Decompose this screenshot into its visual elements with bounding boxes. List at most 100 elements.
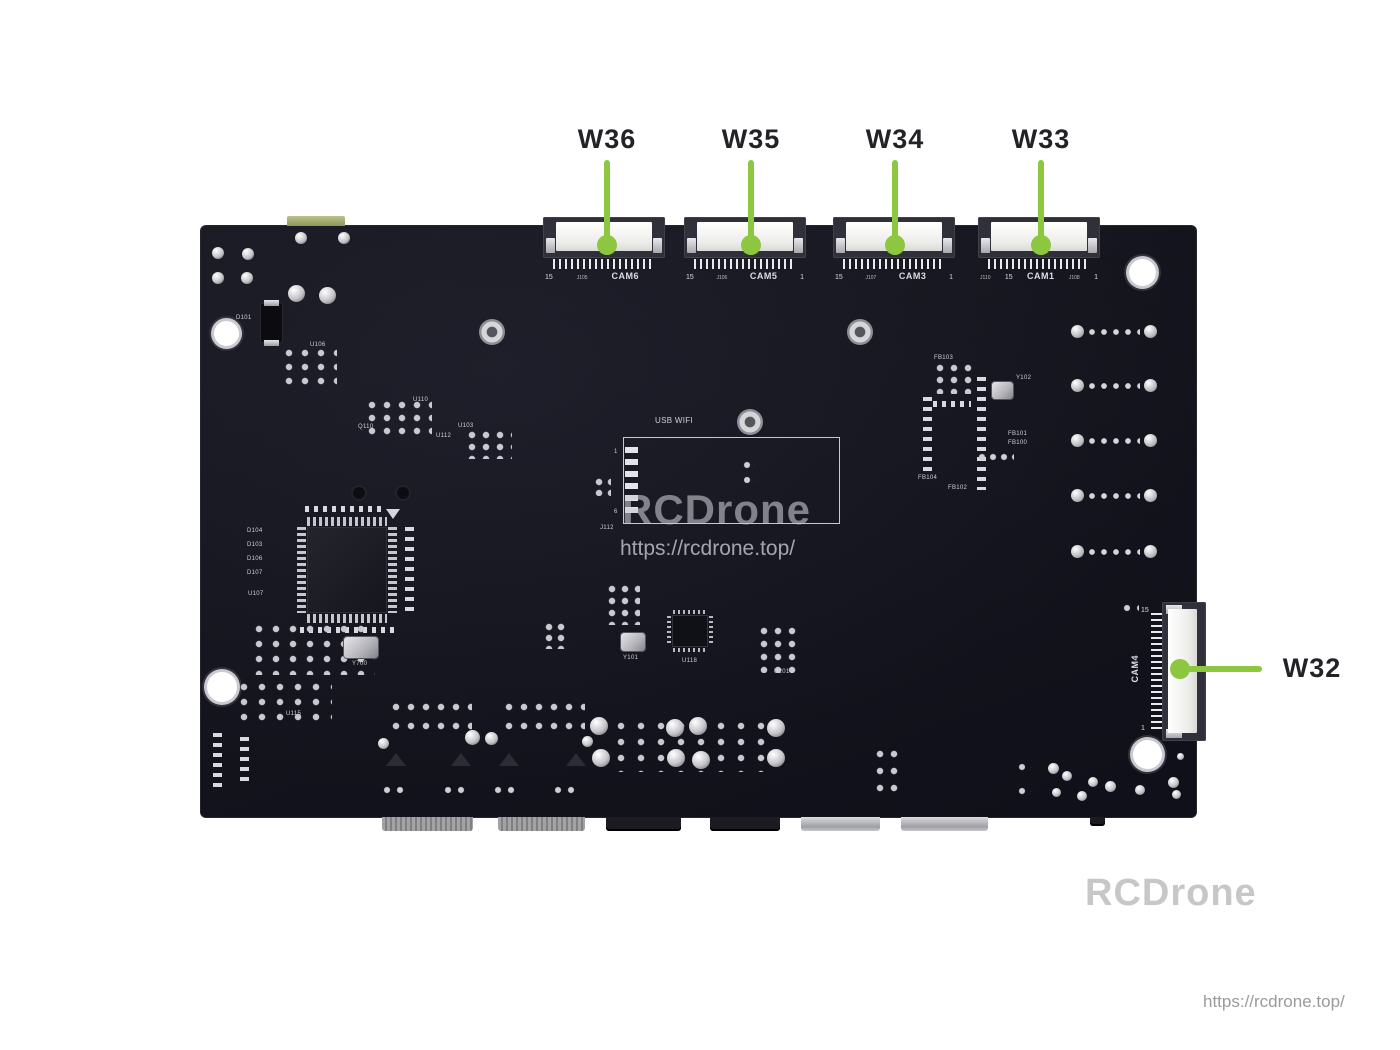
- silkscreen-triangle: [386, 753, 406, 766]
- ref-designator: J106: [716, 275, 728, 281]
- ref-designator: U103: [458, 423, 474, 429]
- solder-bump: [590, 717, 608, 735]
- ref-designator: U110: [413, 397, 429, 403]
- component-pads: [305, 506, 385, 512]
- pin-number: 1: [1094, 274, 1098, 281]
- footer-url: https://rcdrone.top/: [1203, 992, 1345, 1011]
- solder-row: [1071, 545, 1157, 558]
- solder-pads: [494, 786, 520, 795]
- chip-pins: [673, 610, 707, 614]
- solder-bump: [1105, 781, 1116, 792]
- component-pads: [933, 401, 971, 407]
- ref-designator: J112: [600, 525, 614, 531]
- callout-dot-w34: [885, 235, 905, 255]
- solder-bump: [242, 248, 254, 260]
- via-hole: [353, 487, 365, 499]
- connector-label: CAM5: [749, 271, 778, 281]
- solder-bump: [319, 287, 336, 304]
- chip-pins: [673, 648, 707, 652]
- solder-row: [1071, 489, 1157, 502]
- callout-dot-w32: [1170, 659, 1190, 679]
- component-pads: [923, 397, 932, 474]
- port-tab: [1090, 817, 1105, 826]
- solder-pads: [876, 750, 902, 800]
- ref-designator: FB102: [948, 485, 968, 491]
- solder-row: [1071, 379, 1157, 392]
- sd-card-tab: [287, 216, 345, 226]
- callout-line-w33: [1038, 160, 1044, 245]
- port-black: [606, 817, 681, 831]
- solder-bump: [667, 749, 685, 767]
- crystal-y101: [621, 633, 645, 651]
- component-cluster: [760, 627, 800, 673]
- callout-line-w35: [748, 160, 754, 245]
- component-cluster: [285, 349, 337, 385]
- connector-pins: [988, 259, 1090, 269]
- callout-dot-w33: [1031, 235, 1051, 255]
- solder-bump: [1177, 753, 1184, 760]
- chip-pins: [297, 527, 306, 613]
- port-usb: [801, 817, 880, 831]
- callout-label-w34: W34: [865, 124, 925, 154]
- pin-number: 6: [614, 509, 618, 515]
- ref-designator: D107: [247, 570, 263, 576]
- via-hole: [397, 487, 409, 499]
- ref-designator: D103: [247, 542, 263, 548]
- port-hdmi: [498, 817, 585, 831]
- ref-designator: FB100: [1008, 440, 1028, 446]
- solder-pads: [743, 476, 755, 485]
- silkscreen-row: 15 J107 CAM3 1: [835, 271, 953, 281]
- mounting-hole: [1129, 259, 1156, 286]
- silkscreen-row: 15 J106 CAM5 1: [686, 271, 804, 281]
- metal-standoff: [479, 319, 505, 345]
- solder-bump: [692, 751, 710, 769]
- component-pads: [240, 737, 249, 785]
- pin1-marker: [386, 509, 400, 519]
- ref-designator: J110: [980, 275, 991, 281]
- ref-designator: U118: [682, 658, 698, 664]
- component-cluster: [936, 364, 978, 394]
- solder-bump: [1088, 777, 1098, 787]
- ref-designator: D104: [247, 528, 263, 534]
- mounting-hole: [214, 321, 239, 346]
- ref-designator: Q110: [358, 424, 374, 430]
- solder-bump: [212, 272, 224, 284]
- solder-bump: [1048, 763, 1059, 774]
- ref-designator: D106: [247, 556, 263, 562]
- component-cluster: [368, 401, 432, 439]
- solder-bump: [1172, 790, 1181, 799]
- mounting-hole: [1133, 740, 1162, 769]
- connector-pins: [694, 259, 796, 269]
- callout-line-w36: [604, 160, 610, 245]
- watermark-brand-corner: RCDrone: [1085, 872, 1257, 914]
- solder-bump: [212, 247, 224, 259]
- solder-pads: [383, 786, 409, 795]
- solder-bump: [295, 232, 307, 244]
- connector-pins: [1151, 613, 1162, 730]
- solder-row: [1071, 434, 1157, 447]
- port-hdmi: [382, 817, 473, 831]
- pin-number: 15: [1004, 274, 1013, 281]
- solder-pads: [554, 786, 580, 795]
- callout-dot-w35: [741, 235, 761, 255]
- mounting-hole: [207, 672, 237, 702]
- component-pads: [977, 377, 986, 490]
- pin-number: 15: [545, 274, 553, 281]
- ref-designator: FB103: [934, 355, 954, 361]
- solder-bump: [241, 272, 253, 284]
- chip-pins: [709, 616, 713, 646]
- connector-pins: [553, 259, 655, 269]
- ref-designator: D101: [236, 315, 252, 321]
- qfp-chip: [297, 517, 397, 623]
- solder-bump: [465, 730, 480, 745]
- crystal-y700: [344, 637, 378, 658]
- solder-bump: [338, 232, 350, 244]
- port-usb: [901, 817, 988, 831]
- pin-number: 1: [800, 274, 804, 281]
- chip-body: [307, 527, 387, 613]
- qfn-chip: [667, 610, 713, 652]
- callout-line-w32: [1186, 666, 1262, 672]
- component-cluster: [608, 585, 640, 625]
- connector-label: CAM4: [1130, 655, 1140, 683]
- ref-designator: U115: [286, 711, 302, 717]
